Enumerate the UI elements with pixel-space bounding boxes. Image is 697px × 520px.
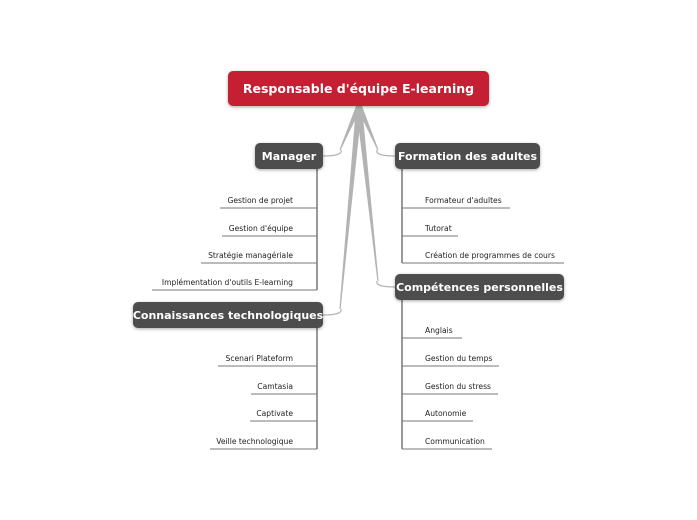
subtopic[interactable]: Implémentation d'outils E-learning [161, 278, 293, 287]
branch-topic-label: Formation des adultes [397, 149, 538, 163]
root-topic-label: Responsable d'équipe E-learning [242, 81, 475, 96]
subtopic[interactable]: Captivate [256, 409, 293, 418]
branch-topic[interactable]: Formation des adultes [395, 143, 540, 169]
branch-topic[interactable]: Compétences personnelles [395, 274, 564, 300]
subtopic[interactable]: Anglais [425, 326, 453, 335]
branch-connector [322, 308, 342, 316]
branch-connector [376, 149, 396, 157]
branch-connector [376, 280, 396, 288]
subtopic[interactable]: Stratégie managériale [208, 251, 293, 260]
subtopic[interactable]: Gestion du stress [425, 382, 491, 391]
subtopic[interactable]: Gestion du temps [425, 354, 493, 363]
branch-trunk [339, 106, 362, 309]
subtopic[interactable]: Scenari Plateform [225, 354, 293, 363]
branch-topic[interactable]: Manager [255, 143, 323, 169]
subtopic[interactable]: Camtasia [257, 382, 293, 391]
root-topic[interactable]: Responsable d'équipe E-learning [228, 71, 489, 106]
subtopic[interactable]: Communication [425, 437, 485, 446]
branch-topic-label: Compétences personnelles [396, 280, 563, 294]
subtopic[interactable]: Veille technologique [216, 437, 293, 446]
subtopic[interactable]: Création de programmes de cours [425, 251, 555, 260]
subtopic[interactable]: Tutorat [425, 224, 452, 233]
branch-trunk [356, 106, 379, 281]
subtopic[interactable]: Gestion de projet [227, 196, 293, 205]
branch-connector [322, 149, 342, 157]
subtopic[interactable]: Autonomie [425, 409, 467, 418]
branch-topic-label: Connaissances technologiques [132, 308, 324, 322]
branch-topic[interactable]: Connaissances technologiques [133, 302, 323, 328]
branch-topic-label: Manager [261, 149, 317, 163]
subtopic[interactable]: Formateur d'adultes [425, 196, 502, 205]
subtopic[interactable]: Gestion d'équipe [228, 224, 293, 233]
